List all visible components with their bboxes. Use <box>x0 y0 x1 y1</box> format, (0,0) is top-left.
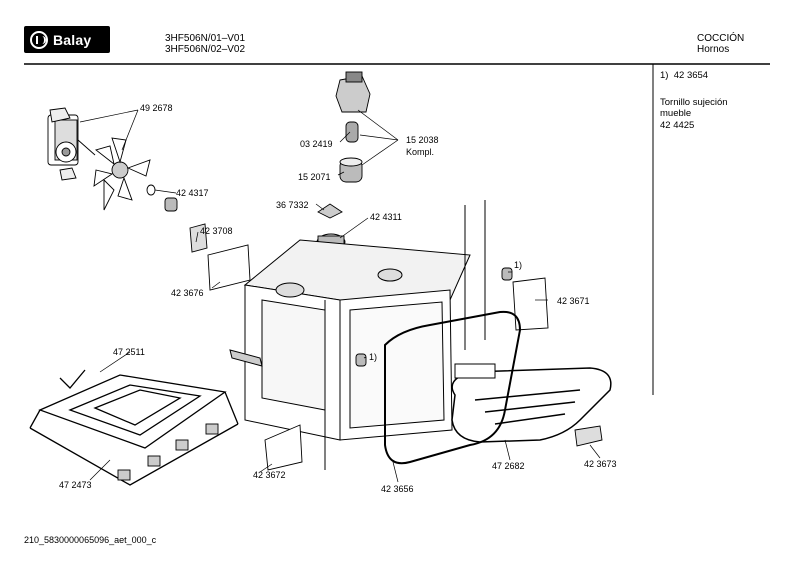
part-label-423672: 42 3672 <box>253 470 286 480</box>
model-line-2: 3HF506N/02–V02 <box>165 44 246 55</box>
sidebar-note-index: 1) <box>660 70 669 81</box>
sidebar-note-part: 42 3654 <box>673 70 709 81</box>
part-label-032419: 03 2419 <box>300 139 333 149</box>
part-label-424311: 42 4311 <box>370 212 402 222</box>
part-label-472511: 47 2511 <box>113 347 145 357</box>
fan-blade <box>93 137 151 211</box>
part-label-367332: 36 7332 <box>276 200 309 210</box>
document-code: 210_5830000065096_aet_000_c <box>24 535 157 545</box>
brand-name: Balay <box>53 31 92 48</box>
part-label-kompl: Kompl. <box>406 147 435 157</box>
balay-logo-icon <box>30 30 48 49</box>
sidebar-screw-title-2: mueble <box>660 108 692 119</box>
oven-cavity <box>229 200 486 470</box>
part-label-424317: 42 4317 <box>176 188 209 198</box>
part-label-423676: 42 3676 <box>171 288 204 298</box>
sidebar-screw-title-1: Tornillo sujeción <box>660 97 728 108</box>
part-label-423671: 42 3671 <box>557 296 590 306</box>
part-label-152038: 15 2038 <box>406 135 439 145</box>
sidebar-screw-part: 42 4425 <box>660 120 695 131</box>
part-label-423656: 42 3656 <box>381 484 414 494</box>
part-label-472682: 47 2682 <box>492 461 525 471</box>
brand-logo: Balay <box>24 26 110 53</box>
part-label-492678: 49 2678 <box>140 103 173 113</box>
part-label-423708: 42 3708 <box>200 226 233 236</box>
note-ref-1a: 1) <box>514 260 523 270</box>
fan-motor <box>47 107 96 181</box>
category: COCCIÓN <box>697 33 745 44</box>
part-label-423673: 42 3673 <box>584 459 617 469</box>
part-label-152071: 15 2071 <box>298 172 331 182</box>
note-ref-1b: 1) <box>369 352 378 362</box>
model-line-1: 3HF506N/01–V01 <box>165 33 246 44</box>
sidebar-note-line: 1) 42 3654 <box>660 70 709 82</box>
part-label-472473: 47 2473 <box>59 480 92 490</box>
subcategory: Hornos <box>697 44 730 55</box>
